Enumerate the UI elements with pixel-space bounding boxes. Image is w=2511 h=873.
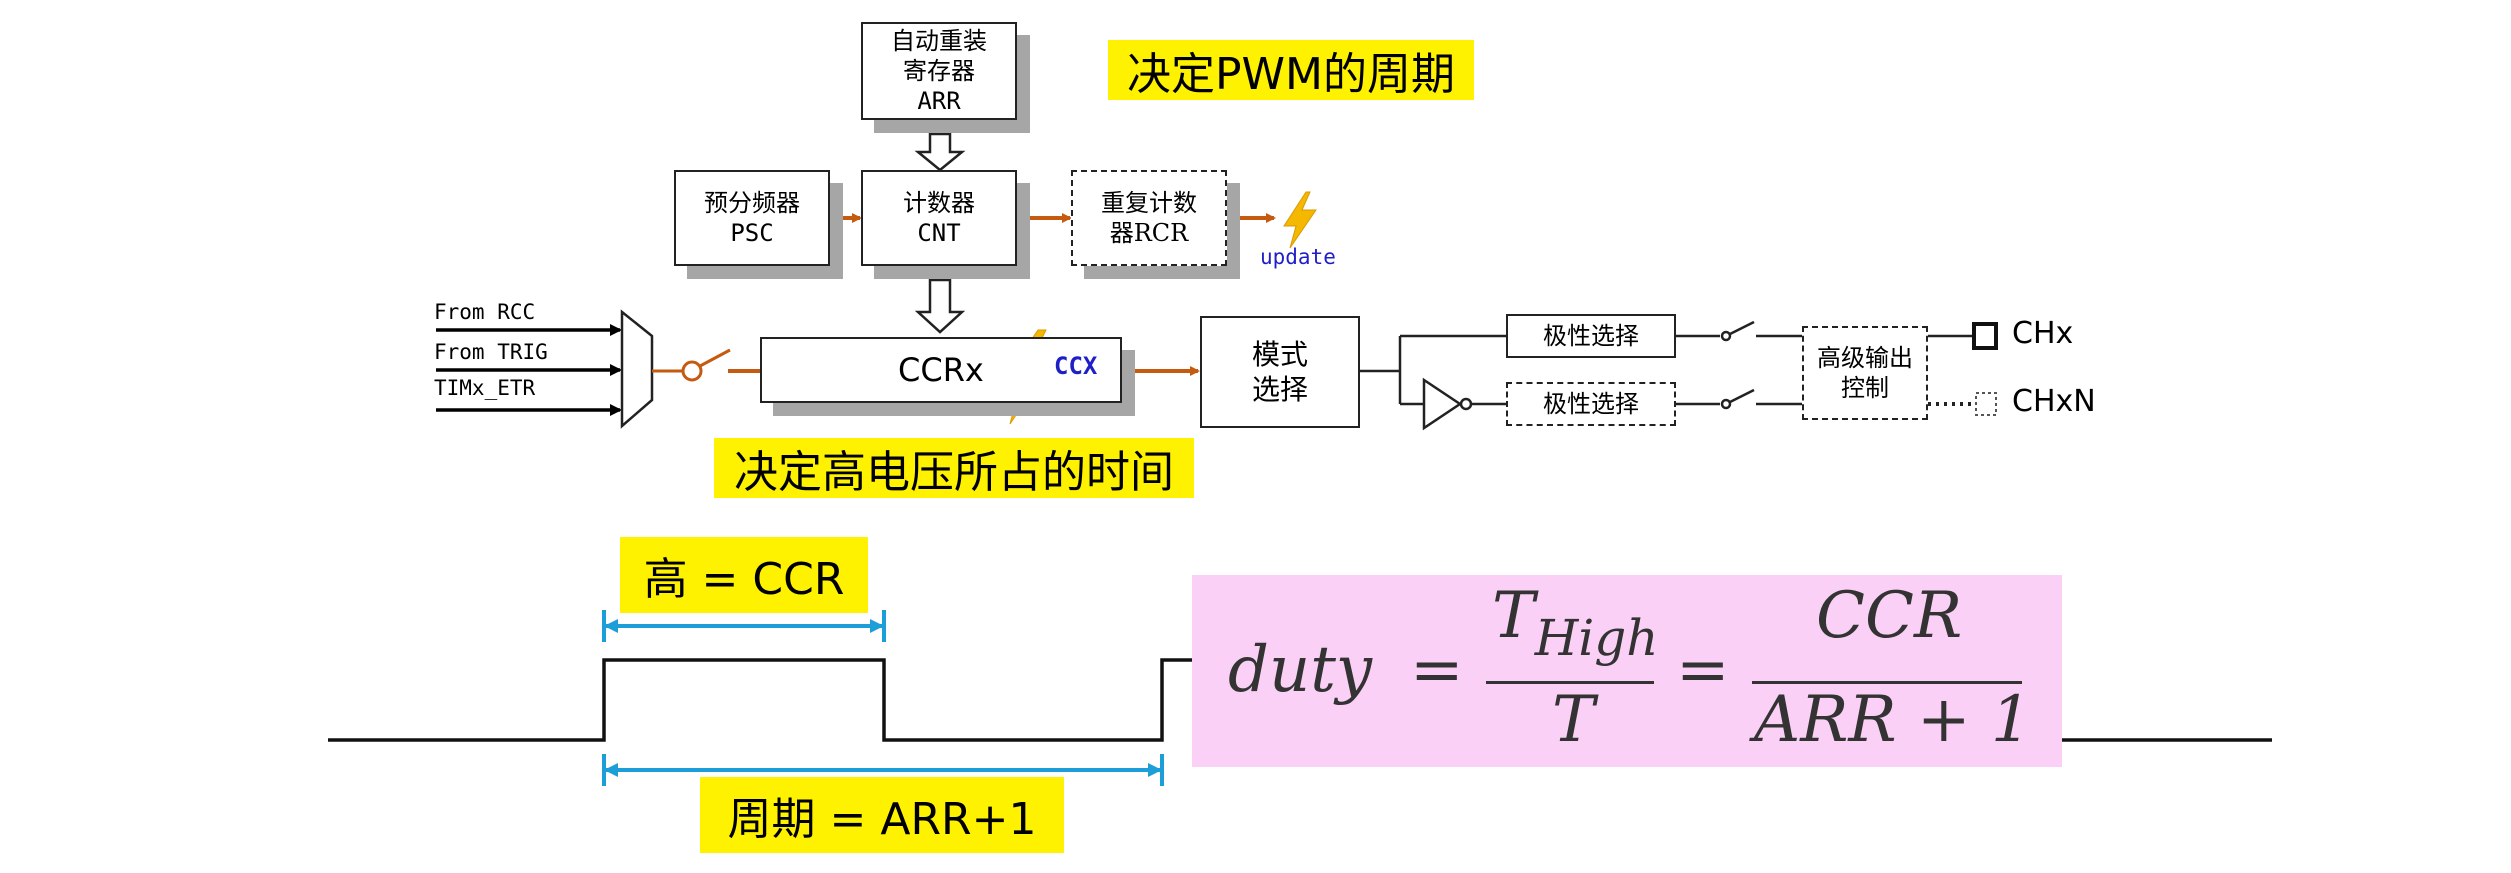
ccx-label: CCX (1054, 352, 1098, 380)
adv-output-line1: 高级输出 (1817, 344, 1913, 372)
formula-eq2: = (1676, 633, 1730, 707)
high-time-note: 决定高电压所占的时间 (714, 438, 1194, 498)
cnt-line2: CNT (917, 219, 961, 247)
polarity-select-top: 极性选择 (1506, 314, 1676, 358)
cnt-block: 计数器 CNT (861, 170, 1017, 266)
inverter-icon (1422, 377, 1463, 431)
chxn-label: CHxN (2012, 384, 2096, 419)
frac1-numerator: THigh (1492, 579, 1659, 667)
formula-eq1: = (1410, 633, 1464, 707)
update-label: update (1260, 245, 1336, 269)
psc-block: 预分频器 PSC (674, 170, 830, 266)
frac1-bar (1486, 681, 1654, 684)
psc-line2: PSC (730, 219, 774, 247)
input-label-trig: From TRIG (434, 340, 548, 364)
mode-line2: 选择 (1251, 373, 1308, 406)
update-lightning-icon (1283, 191, 1317, 249)
cnt-to-ccr-arrow (914, 278, 966, 334)
cnt-line1: 计数器 (903, 189, 975, 217)
arr-register-block: 自动重装 寄存器 ARR (861, 22, 1017, 120)
frac1-denominator: T (1552, 683, 1595, 757)
rcr-block: 重复计数 器RCR (1071, 170, 1227, 266)
mode-select-block: 模式 选择 (1200, 316, 1360, 428)
chx-label: CHx (2012, 316, 2074, 351)
chxn-pin (1975, 392, 1997, 416)
polarity-bottom-label: 极性选择 (1543, 390, 1639, 418)
frac2-bar (1752, 681, 2022, 684)
duty-formula: duty = THigh T = CCR ARR + 1 (1192, 575, 2062, 767)
arr-line2: 寄存器 (903, 57, 975, 85)
period-note: 决定PWM的周期 (1108, 40, 1474, 100)
polarity-select-bottom: 极性选择 (1506, 382, 1676, 426)
rcr-line1: 重复计数 (1101, 189, 1197, 217)
arr-line3: ARR (917, 87, 961, 115)
frac1-num-sub: High (1534, 609, 1659, 667)
rcr-line2: 器RCR (1109, 219, 1189, 247)
input-switch (681, 360, 703, 382)
input-label-rcc: From RCC (434, 300, 536, 324)
ccr-label: CCRx (898, 351, 984, 389)
frac1-num-t: T (1492, 579, 1535, 653)
polarity-top-label: 极性选择 (1543, 322, 1639, 350)
input-label-etr: TIMx_ETR (434, 376, 536, 400)
input-multiplexer (620, 309, 654, 429)
mode-line1: 模式 (1251, 338, 1308, 371)
pwm-waveform (328, 658, 1192, 742)
ccr-block: CCRx (760, 337, 1122, 403)
psc-line1: 预分频器 (704, 189, 800, 217)
advanced-output-block: 高级输出 控制 (1802, 326, 1928, 420)
arr-line1: 自动重装 (891, 27, 987, 55)
formula-lhs: duty (1228, 633, 1373, 707)
frac2-numerator: CCR (1816, 579, 1963, 653)
adv-output-line2: 控制 (1841, 374, 1889, 402)
high-eq-label: 高 = CCR (620, 537, 868, 613)
chx-pin (1972, 322, 1998, 350)
period-eq-label: 周期 = ARR+1 (700, 777, 1064, 853)
arr-to-cnt-arrow (914, 132, 966, 172)
frac2-denominator: ARR + 1 (1754, 683, 2032, 757)
